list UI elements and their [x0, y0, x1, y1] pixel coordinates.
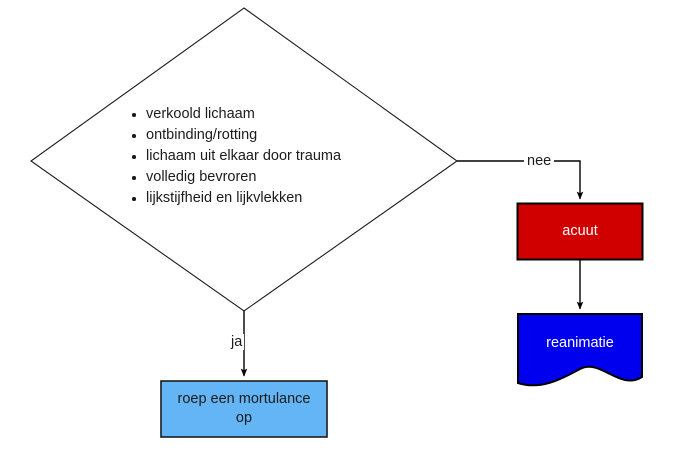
list-item: verkoold lichaam: [128, 104, 428, 125]
list-item: lichaam uit elkaar door trauma: [128, 146, 428, 167]
edge-label-nee: nee: [524, 153, 555, 169]
list-item: ontbinding/rotting: [128, 125, 428, 146]
list-item: lijkstijfheid en lijkvlekken: [128, 188, 428, 209]
edge-nee-line: [457, 160, 584, 200]
decision-criteria-list: verkoold lichaam ontbinding/rotting lich…: [128, 104, 428, 209]
node-acuut[interactable]: [516, 202, 644, 261]
edge-label-ja: ja: [229, 334, 245, 350]
node-mortulance[interactable]: [160, 380, 328, 438]
list-item: volledig bevroren: [128, 167, 428, 188]
node-reanimatie[interactable]: [517, 313, 643, 387]
